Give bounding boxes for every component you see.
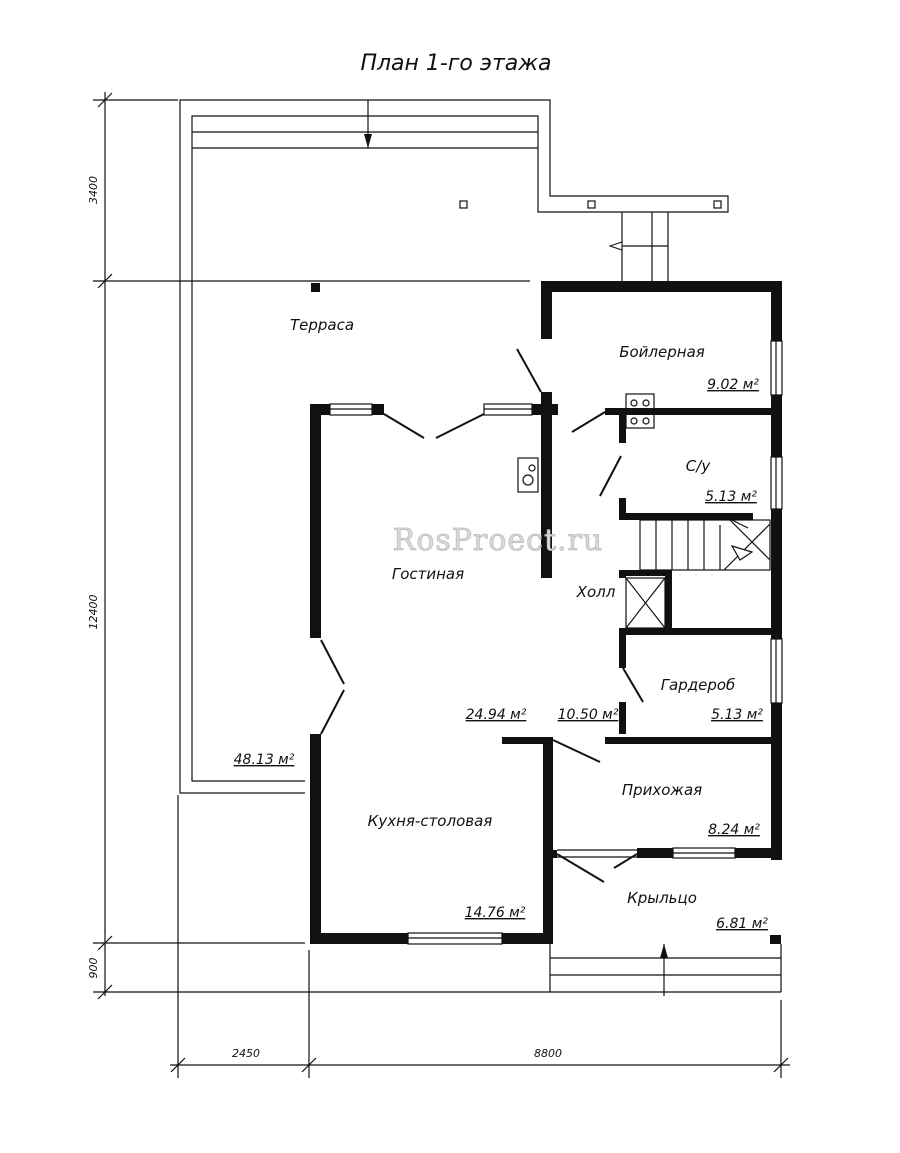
room-area-hall: 10.50 м² [558,707,619,723]
room-name-hall: Холл [576,583,616,601]
room-area-boiler: 9.02 м² [707,377,759,393]
doors [320,348,644,883]
room-name-boiler: Бойлерная [619,343,705,361]
room-area-terrace: 48.13 м² [234,752,295,768]
dimension-bottom-right: 8800 [534,1047,562,1060]
dimension-bottom-left: 2450 [232,1047,260,1060]
room-name-wardrobe: Гардероб [661,676,736,694]
room-area-living: 24.94 м² [466,707,527,723]
room-name-porch: Крыльцо [627,889,697,907]
left-dimension-lines [93,92,550,1000]
bottom-dimension-lines [170,795,790,1078]
room-area-wc: 5.13 м² [705,489,757,505]
porch-steps [549,944,782,996]
room-name-wc: С/у [686,457,712,475]
room-name-living: Гостиная [392,565,464,583]
dimension-left-top: 3400 [87,176,100,204]
house-walls [310,281,782,944]
room-name-kitchen: Кухня-столовая [368,812,493,830]
room-area-kitchen: 14.76 м² [465,905,526,921]
terrace-outline [179,99,729,794]
room-area-porch: 6.81 м² [716,916,768,932]
room-name-entry: Прихожая [622,781,702,799]
room-area-entry: 8.24 м² [708,822,760,838]
dimension-left-middle: 12400 [87,595,100,630]
dimension-left-bottom: 900 [87,958,100,979]
room-area-wardrobe: 5.13 м² [711,707,763,723]
plan-title: План 1-го этажа [360,51,551,76]
windows [329,340,783,945]
room-name-terrace: Терраса [290,316,354,334]
staircase [639,519,771,571]
watermark: RosProect.ru [393,523,603,558]
fixtures [517,393,666,629]
